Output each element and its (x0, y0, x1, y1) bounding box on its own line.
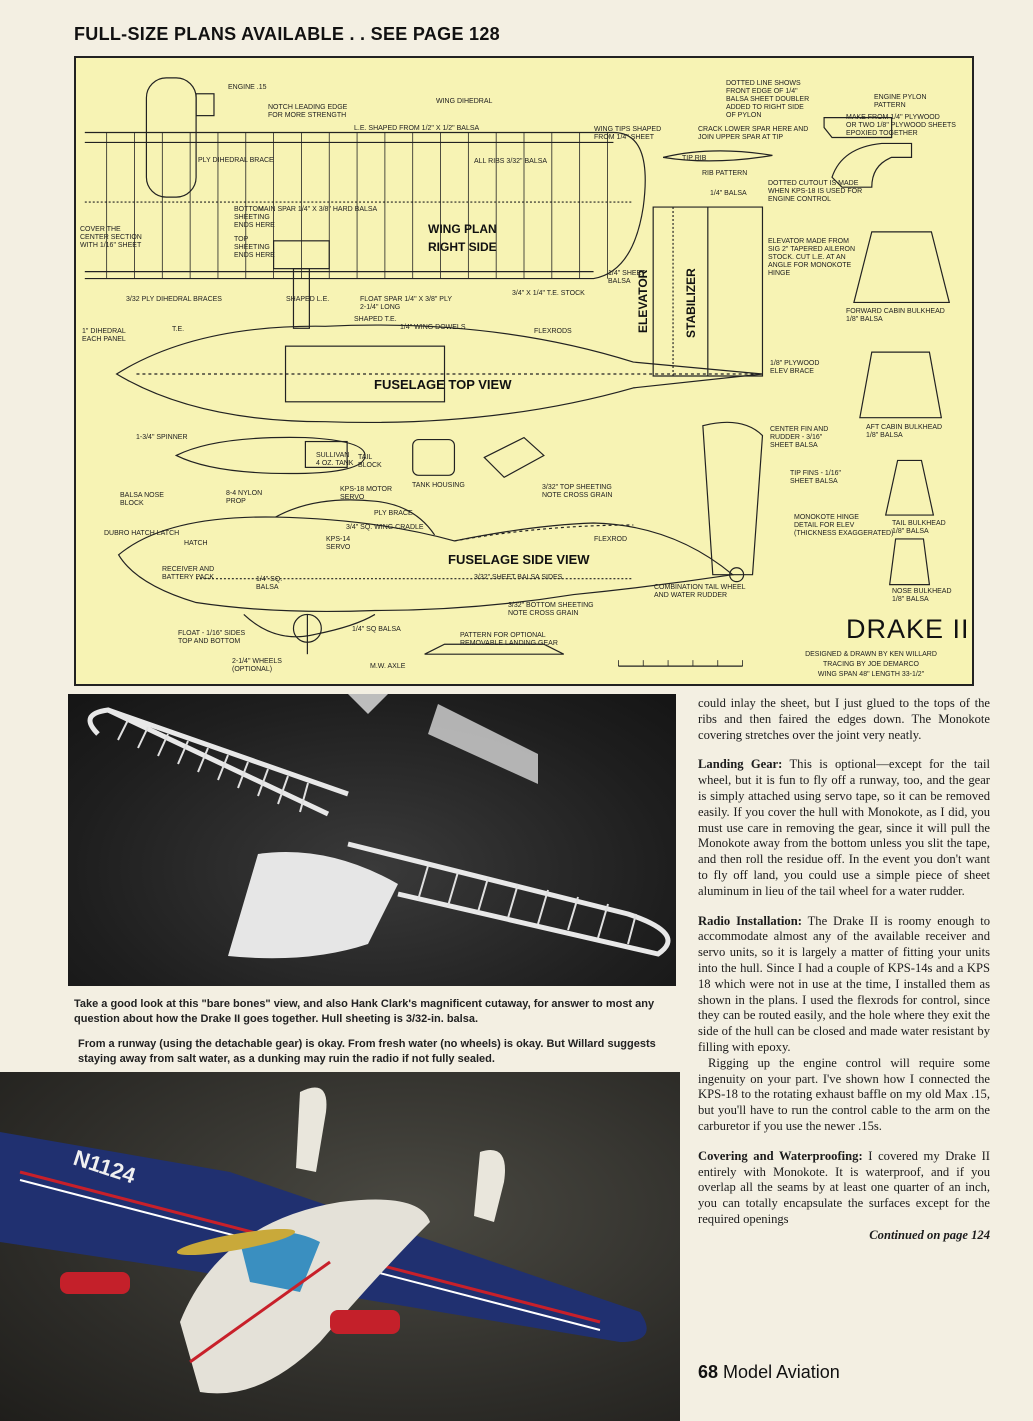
magazine-name: Model Aviation (723, 1362, 840, 1382)
plan-note: PLY BRACE (374, 510, 413, 517)
plan-note: KPS-14 SERVO (326, 536, 351, 551)
plan-note: 3/4" SQ. WING CRADLE (346, 524, 424, 531)
article-paragraph: Landing Gear: This is optional—except fo… (698, 757, 990, 899)
plan-note: FLOAT SPAR 1/4" x 3/8" PLY 2-1/4" LONG (360, 296, 452, 311)
article-paragraph: could inlay the sheet, but I just glued … (698, 696, 990, 742)
fuselage-top-view-label: FUSELAGE TOP VIEW (374, 377, 512, 392)
plan-note: 1/4" WING DOWELS (400, 324, 466, 331)
paragraph-text: This is optional—except for the tail whe… (698, 757, 990, 898)
plan-note: FLEXRODS (534, 328, 572, 335)
plan-note: RIB PATTERN (702, 170, 748, 177)
fuselage-side-view-label: FUSELAGE SIDE VIEW (448, 552, 590, 567)
plan-note: 1/4" SHEET BALSA (608, 270, 646, 285)
plan-note: 1/4" SQ. BALSA (256, 576, 283, 591)
airframe-illustration (87, 694, 671, 959)
drake-ii-plans: WING PLAN RIGHT SIDE FUSELAGE TOP VIEW F… (74, 56, 974, 686)
page-footer: 68 Model Aviation (698, 1362, 840, 1383)
plans-drawing (84, 77, 951, 667)
finished-model-photo: N1124 (0, 1072, 680, 1421)
plan-note: 3/32" SHEET BALSA SIDES (474, 574, 563, 581)
plan-note: SHAPED L.E. (286, 296, 330, 303)
plan-note: WING TIPS SHAPED FROM 1/4" SHEET (594, 126, 662, 141)
plan-note: BOTTOM SHEETING ENDS HERE (234, 206, 275, 229)
plan-note: DUBRO HATCH LATCH (104, 530, 180, 537)
plan-note: SHAPED T.E. (354, 316, 397, 323)
plans-available-header: FULL-SIZE PLANS AVAILABLE . . SEE PAGE 1… (74, 24, 500, 44)
paragraph-text: I covered my Drake II entirely with Mono… (698, 1148, 990, 1226)
plan-note: AFT CABIN BULKHEAD 1/8" BALSA (866, 424, 943, 439)
right-side-label: RIGHT SIDE (428, 240, 497, 254)
plan-note: 1/4" BALSA (710, 190, 747, 197)
plan-note: 1/4" SQ BALSA (352, 626, 401, 633)
section-heading: Radio Installation: (698, 913, 802, 928)
plan-title: DRAKE II (846, 614, 970, 644)
plan-note: NOTCH LEADING EDGE FOR MORE STRENGTH (268, 104, 348, 119)
plan-note: 3/32" BOTTOM SHEETING NOTE CROSS GRAIN (508, 602, 594, 617)
plan-note: RECEIVER AND BATTERY PACK (162, 566, 215, 581)
plan-note: COMBINATION TAIL WHEEL AND WATER RUDDER (654, 584, 746, 599)
plan-credits: DESIGNED & DRAWN BY KEN WILLARD TRACING … (776, 650, 966, 680)
plan-note: KPS-18 MOTOR SERVO (340, 486, 392, 501)
plan-note: CRACK LOWER SPAR HERE AND JOIN UPPER SPA… (698, 126, 809, 141)
plan-note: 8-4 NYLON PROP (226, 490, 263, 505)
photo1-caption: Take a good look at this "bare bones" vi… (74, 998, 655, 1025)
plan-note: NOSE BULKHEAD 1/8" BALSA (892, 588, 952, 603)
article-body: could inlay the sheet, but I just glued … (698, 696, 990, 1244)
plan-note: MONOKOTE HINGE DETAIL FOR ELEV (THICKNES… (794, 514, 894, 537)
section-heading: Covering and Waterproofing: (698, 1148, 863, 1163)
plan-note: T.E. (172, 326, 185, 333)
plan-note: TAIL BLOCK (358, 454, 382, 469)
plan-note: TIP FINS - 1/16" SHEET BALSA (790, 470, 841, 485)
plan-note: BALSA NOSE BLOCK (120, 492, 164, 507)
plan-note: 2-1/4" WHEELS (OPTIONAL) (232, 658, 282, 673)
plan-note: ELEVATOR MADE FROM SIG 2" TAPERED AILERO… (768, 238, 856, 277)
article-paragraph: Rigging up the engine control will requi… (698, 1055, 990, 1133)
plan-note: MAKE FROM 1/4" PLYWOOD OR TWO 1/8" PLYWO… (846, 114, 956, 137)
plan-note: ENGINE PYLON PATTERN (874, 94, 927, 109)
article-paragraph: Covering and Waterproofing: I covered my… (698, 1149, 990, 1228)
plan-note: DOTTED CUTOUT IS MADE WHEN KPS-18 IS USE… (768, 180, 863, 203)
plan-note: MAIN SPAR 1/4" x 3/8" HARD BALSA (258, 206, 378, 213)
plan-note: CENTER FIN AND RUDDER - 3/16" SHEET BALS… (770, 426, 829, 449)
plan-note: PATTERN FOR OPTIONAL REMOVABLE LANDING G… (460, 632, 558, 647)
plan-note: 3/32 PLY DIHEDRAL BRACES (126, 296, 222, 303)
wing-plan-label: WING PLAN (428, 222, 497, 236)
plan-note: FLEXROD (594, 536, 628, 543)
plan-note: COVER THE CENTER SECTION WITH 1/16" SHEE… (80, 226, 142, 249)
plan-note: M.W. AXLE (370, 663, 406, 670)
plan-note: TOP SHEETING ENDS HERE (234, 236, 275, 259)
plan-note: FORWARD CABIN BULKHEAD 1/8" BALSA (846, 308, 945, 323)
plan-note: 1" DIHEDRAL EACH PANEL (82, 328, 126, 343)
plan-note: TANK HOUSING (412, 482, 465, 489)
plan-note: 1-3/4" SPINNER (136, 434, 188, 441)
plan-note: PLY DIHEDRAL BRACE (198, 157, 274, 164)
stabilizer-label: STABILIZER (684, 268, 698, 338)
plan-note: TAIL BULKHEAD 1/8" BALSA (892, 520, 946, 535)
plan-note: ENGINE .15 (228, 84, 267, 91)
paragraph-text: The Drake II is roomy enough to accommod… (698, 913, 990, 1054)
section-heading: Landing Gear: (698, 757, 783, 772)
finished-model-illustration: N1124 (0, 1087, 647, 1394)
plan-note: TIP RIB (682, 155, 707, 162)
plan-note: 3/32" TOP SHEETING NOTE CROSS GRAIN (542, 484, 613, 499)
plan-note: 1/8" PLYWOOD ELEV BRACE (770, 360, 820, 375)
plan-note: L.E. SHAPED FROM 1/2" x 1/2" BALSA (354, 125, 480, 132)
credit-line: DESIGNED & DRAWN BY KEN WILLARD (805, 651, 937, 658)
continued-link[interactable]: Continued on page 124 (869, 1227, 990, 1242)
bare-bones-photo (68, 694, 676, 986)
plan-note: HATCH (184, 540, 208, 547)
plan-note: 3/4" x 1/4" T.E. STOCK (512, 290, 585, 297)
plan-note: SULLIVAN 4 OZ. TANK (316, 452, 354, 467)
credit-line: WING SPAN 48" LENGTH 33-1/2" (817, 671, 925, 678)
credit-line: TRACING BY JOE DEMARCO (823, 661, 919, 668)
plan-note: FLOAT - 1/16" SIDES TOP AND BOTTOM (178, 630, 246, 645)
page-number: 68 (698, 1362, 719, 1382)
plan-note: DOTTED LINE SHOWS FRONT EDGE OF 1/4" BAL… (726, 80, 810, 119)
plan-note: WING DIHEDRAL (436, 98, 493, 105)
plan-note: ALL RIBS 3/32" BALSA (474, 158, 548, 165)
photo2-caption: From a runway (using the detachable gear… (78, 1038, 656, 1065)
article-paragraph: Radio Installation: The Drake II is room… (698, 914, 990, 1056)
